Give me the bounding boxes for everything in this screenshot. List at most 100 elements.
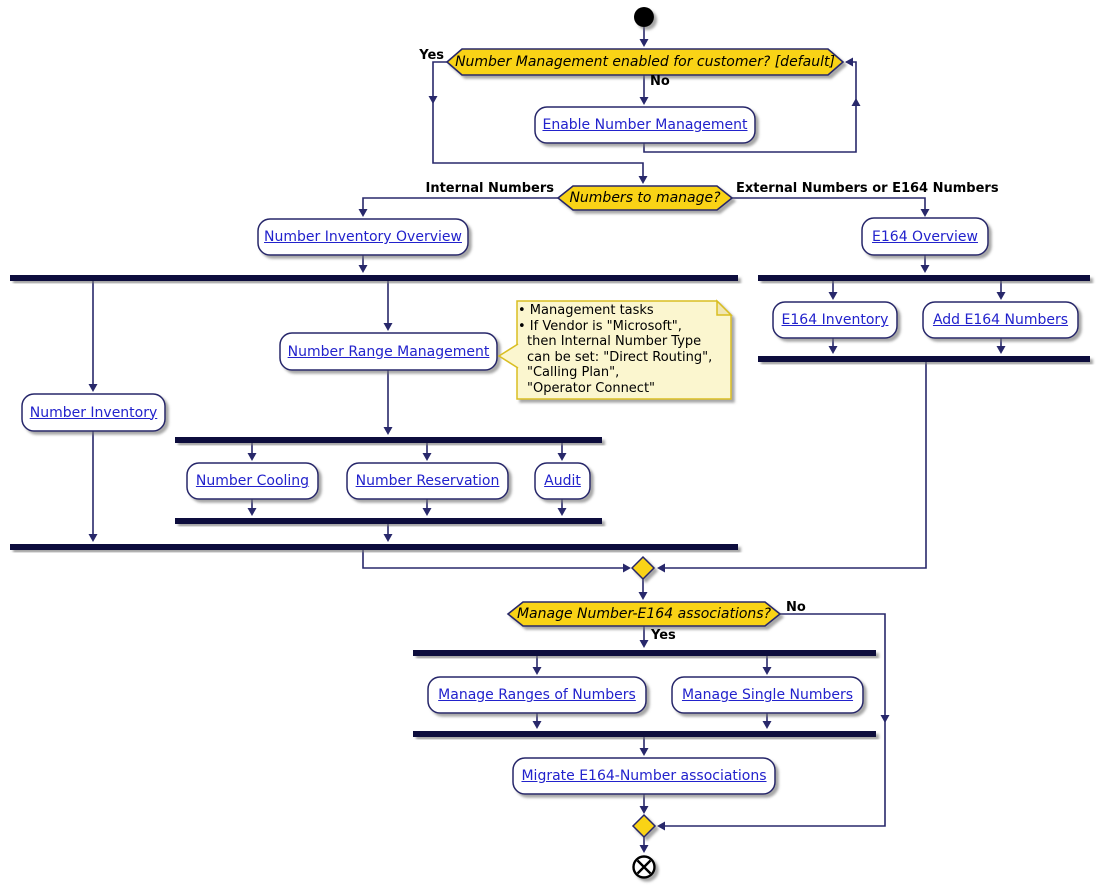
arrowhead	[996, 346, 1006, 354]
activity-audit-label[interactable]: Audit	[535, 463, 590, 499]
note-line: can be set: "Direct Routing",	[527, 349, 713, 365]
note-fold	[716, 299, 733, 316]
arrowhead	[358, 265, 368, 273]
branch-label-external-numbers: External Numbers or E164 Numbers	[736, 181, 999, 196]
activity-e164-inventory-label[interactable]: E164 Inventory	[773, 302, 897, 338]
arrowhead	[532, 667, 542, 675]
activity-number-reservation[interactable]	[346, 462, 509, 500]
note-line: then Internal Number Type	[527, 334, 702, 349]
join-bar-associations	[413, 731, 876, 737]
activity-number-inventory-overview[interactable]	[257, 218, 469, 256]
branch-label-no: No	[650, 74, 670, 89]
activity-enable-number-management[interactable]	[534, 106, 756, 144]
arrowhead	[532, 721, 542, 729]
activity-manage-single-numbers[interactable]	[671, 676, 864, 714]
arrowhead	[422, 453, 432, 461]
arrowhead	[996, 292, 1006, 300]
arrowhead	[845, 57, 853, 67]
number-range-management-link[interactable]: Number Range Management	[287, 343, 490, 360]
enable-number-management-link[interactable]: Enable Number Management	[542, 117, 748, 133]
activity-migrate-e164-number-associations[interactable]	[512, 757, 776, 795]
activity-number-inventory[interactable]	[21, 393, 166, 432]
activity-number-range-management-label[interactable]: Number Range Management	[280, 333, 497, 370]
activity-enable-number-management-label[interactable]: Enable Number Management	[535, 107, 755, 143]
activity-number-cooling[interactable]	[186, 462, 319, 500]
activity-manage-ranges-of-numbers-label[interactable]: Manage Ranges of Numbers	[428, 677, 646, 713]
merge-diamond-bottom	[631, 813, 657, 839]
arrowhead	[762, 721, 772, 729]
activity-manage-ranges-of-numbers[interactable]	[427, 676, 647, 714]
arrowhead	[428, 96, 438, 104]
note-line: "Operator Connect"	[527, 380, 656, 396]
e164-inventory-link[interactable]: E164 Inventory	[781, 312, 889, 328]
activity-audit[interactable]	[534, 462, 591, 500]
number-inventory-overview-link[interactable]: Number Inventory Overview	[264, 229, 462, 245]
join-bar-e164	[758, 356, 1090, 362]
arrowhead	[638, 176, 648, 184]
branch-label-yes-assoc: Yes	[651, 628, 676, 643]
arrowhead	[762, 667, 772, 675]
activity-e164-overview-label[interactable]: E164 Overview	[862, 218, 988, 255]
e164-overview-link[interactable]: E164 Overview	[872, 228, 978, 245]
activity-number-cooling-label[interactable]: Number Cooling	[187, 463, 318, 499]
activity-number-inventory-label[interactable]: Number Inventory	[22, 394, 165, 431]
arrowhead	[557, 453, 567, 461]
branch-label-no-assoc: No	[786, 600, 806, 615]
arrowhead	[247, 508, 257, 516]
activity-number-range-management[interactable]	[279, 332, 498, 371]
fork-bar-associations	[413, 650, 876, 656]
activity-manage-single-numbers-label[interactable]: Manage Single Numbers	[672, 677, 863, 713]
start-node	[634, 7, 654, 27]
note-line: "Calling Plan",	[527, 365, 620, 380]
arrowhead	[639, 640, 649, 648]
arrowhead	[557, 508, 567, 516]
manage-ranges-of-numbers-link[interactable]: Manage Ranges of Numbers	[438, 687, 636, 703]
activity-add-e164-numbers-label[interactable]: Add E164 Numbers	[923, 302, 1078, 338]
arrowhead	[880, 715, 890, 723]
arrowhead	[639, 39, 649, 47]
arrowhead	[920, 265, 930, 273]
number-inventory-link[interactable]: Number Inventory	[29, 404, 158, 421]
decision-nm-enabled-label: Number Management enabled for customer? …	[455, 53, 835, 70]
arrowhead	[639, 845, 649, 853]
manage-single-numbers-link[interactable]: Manage Single Numbers	[681, 687, 854, 703]
activity-e164-overview[interactable]	[861, 217, 989, 256]
audit-link[interactable]: Audit	[544, 473, 581, 489]
note-pointer	[497, 343, 519, 369]
activity-number-inventory-overview-label[interactable]: Number Inventory Overview	[258, 219, 468, 255]
flow-edge	[732, 197, 926, 214]
arrowhead	[639, 748, 649, 756]
arrowhead	[623, 563, 631, 573]
note-content: • Management tasks • If Vendor is "Micro…	[518, 303, 730, 397]
activity-migrate-e164-number-associations-label[interactable]: Migrate E164-Number associations	[513, 758, 775, 794]
branch-label-internal-numbers: Internal Numbers	[425, 181, 555, 196]
fork-bar-range-tasks	[175, 437, 602, 443]
arrowhead	[851, 98, 861, 106]
arrowhead	[88, 534, 98, 542]
fork-bar-internal	[10, 275, 738, 281]
note-body	[516, 300, 732, 400]
activity-add-e164-numbers[interactable]	[922, 301, 1079, 339]
add-e164-numbers-link[interactable]: Add E164 Numbers	[932, 312, 1069, 328]
arrowhead	[828, 346, 838, 354]
decision-manage-associations	[506, 601, 782, 627]
flow-edge	[362, 197, 558, 214]
number-reservation-link[interactable]: Number Reservation	[355, 473, 500, 489]
merge-diamond-top	[630, 555, 656, 581]
decision-manage-associations-label: Manage Number-E164 associations?	[516, 606, 772, 622]
flow-edge	[362, 550, 628, 569]
decision-numbers-to-manage	[556, 185, 734, 211]
number-cooling-link[interactable]: Number Cooling	[195, 473, 310, 489]
decision-numbers-to-manage-label: Numbers to manage?	[569, 190, 721, 206]
activity-number-reservation-label[interactable]: Number Reservation	[347, 463, 508, 499]
arrowhead	[639, 97, 649, 105]
arrowhead	[358, 209, 368, 217]
migrate-e164-number-associations-link[interactable]: Migrate E164-Number associations	[521, 768, 767, 784]
activity-e164-inventory[interactable]	[772, 301, 898, 339]
fork-bar-e164	[758, 275, 1090, 281]
note-line: • Management tasks	[518, 303, 654, 318]
decision-nm-enabled	[445, 48, 845, 76]
arrowhead	[422, 508, 432, 516]
